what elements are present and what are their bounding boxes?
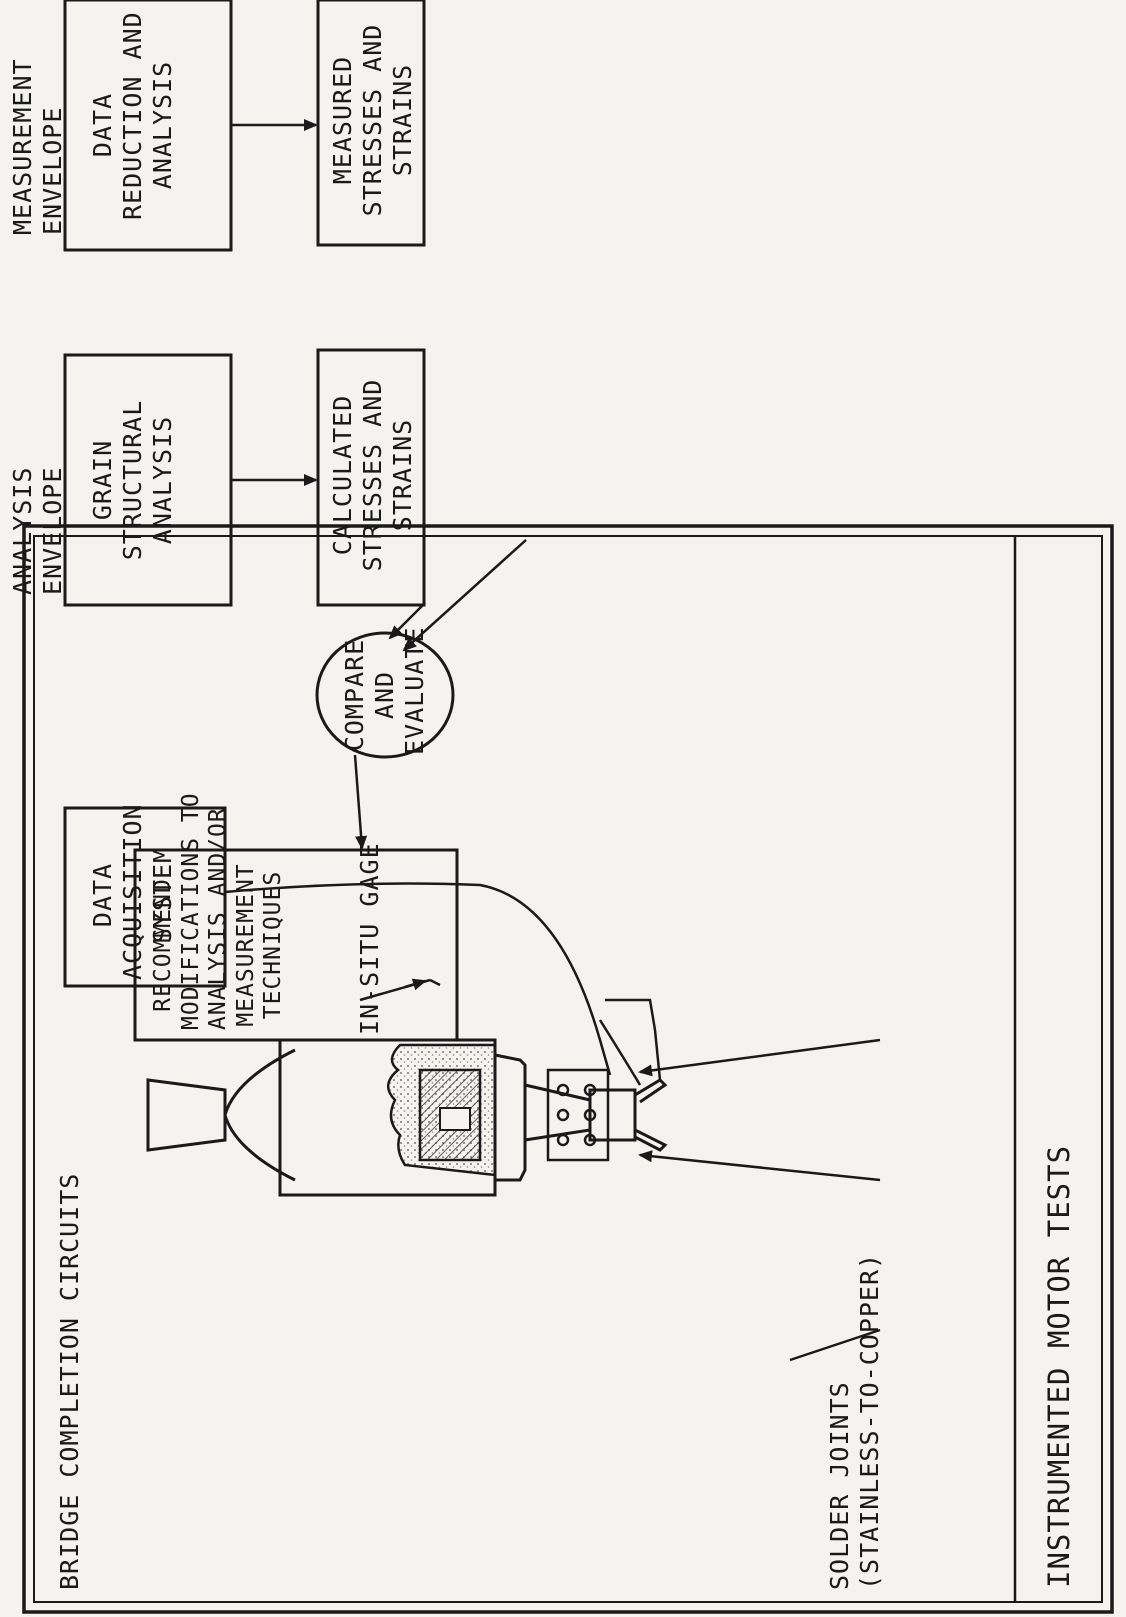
solder-joints-label: SOLDER JOINTS (STAINLESS-TO-COPPER) — [825, 1252, 884, 1590]
in-situ-gage-label: IN-SITU GAGE — [355, 842, 384, 1035]
instrumented-motor-tests-label: INSTRUMENTED MOTOR TESTS — [1042, 1144, 1076, 1588]
connector-terminals — [546, 1068, 610, 1162]
calculated-stresses-box — [316, 348, 426, 607]
data-reduction-label: DATA REDUCTION AND ANALYSIS — [88, 11, 177, 220]
compare-evaluate-label: COMPARE AND EVALUATE — [340, 626, 429, 755]
instrumented-motor-tests-frame — [22, 524, 1114, 1614]
measured-stresses-box — [316, 0, 426, 247]
data-acquisition-label: DATA ACQUISITION SYSTEM — [88, 803, 177, 980]
bridge-completion-label: BRIDGE COMPLETION CIRCUITS — [55, 1172, 84, 1590]
grain-structural-label: GRAIN STRUCTURAL ANALYSIS — [88, 399, 177, 561]
data-acquisition-box — [63, 806, 227, 988]
compare-evaluate-ellipse — [315, 631, 455, 759]
measurement-envelope-label: MEASUREMENT ENVELOPE — [8, 58, 67, 235]
wiring — [224, 882, 662, 1086]
calculated-stresses-label: CALCULATED STRESSES AND STRAINS — [328, 378, 417, 572]
analysis-envelope-label: ANALYSIS ENVELOPE — [8, 466, 67, 595]
measured-stresses-label: MEASURED STRESSES AND STRAINS — [328, 23, 417, 217]
